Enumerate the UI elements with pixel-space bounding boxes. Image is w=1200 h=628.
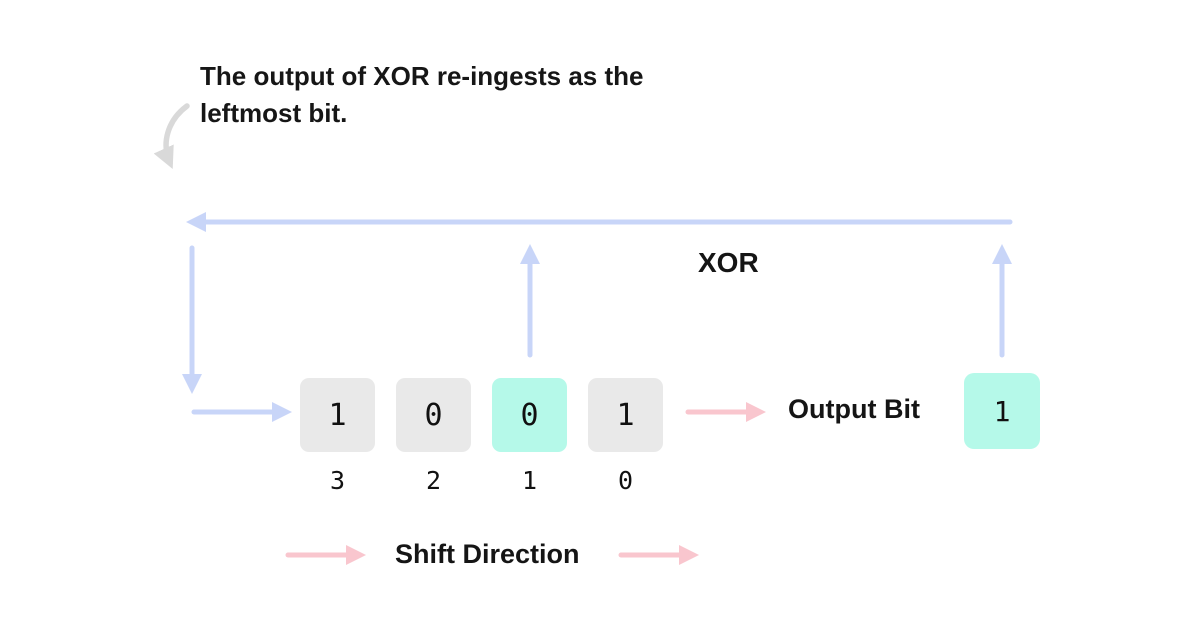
register-cell: 1 3	[300, 378, 375, 495]
shift-direction-label: Shift Direction	[395, 539, 580, 569]
output-bit-box: 1	[964, 373, 1040, 449]
bit-box-2: 0	[396, 378, 471, 452]
register-cell: 0 2	[396, 378, 471, 495]
register-cell: 0 1	[492, 378, 567, 495]
annotation-note-line2: leftmost bit.	[200, 98, 348, 128]
shift-register: 1 3 0 2 0 1 1 0	[300, 378, 663, 495]
bit-index-label-0: 0	[617, 466, 634, 495]
bit-index-label-1: 1	[521, 466, 538, 495]
output-bit-label: Output Bit	[788, 394, 920, 424]
annotation-note: The output of XOR re-ingests as the left…	[200, 58, 643, 132]
xor-label: XOR	[698, 247, 759, 278]
note-pointer-curved-arrow-icon	[153, 103, 190, 170]
bit-box-1-highlighted: 0	[492, 378, 567, 452]
bit-index-label-3: 3	[329, 466, 346, 495]
bit-index-label-2: 2	[425, 466, 442, 495]
annotation-note-line1: The output of XOR re-ingests as the	[200, 61, 644, 91]
bit-box-3: 1	[300, 378, 375, 452]
register-cell: 1 0	[588, 378, 663, 495]
bit-box-0: 1	[588, 378, 663, 452]
